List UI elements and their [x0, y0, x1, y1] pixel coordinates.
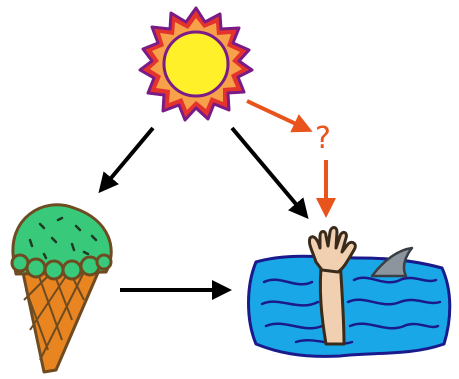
sun-icon	[140, 8, 252, 120]
ice-cream-cone-icon	[12, 205, 111, 372]
arrow-sun-to-ice-cream	[101, 128, 153, 190]
arrow-sun-to-drowning	[232, 128, 306, 216]
drowning-hand-icon	[249, 228, 450, 357]
arrow-orange-sun-to-question	[247, 101, 309, 130]
question-mark: ?	[315, 121, 331, 156]
